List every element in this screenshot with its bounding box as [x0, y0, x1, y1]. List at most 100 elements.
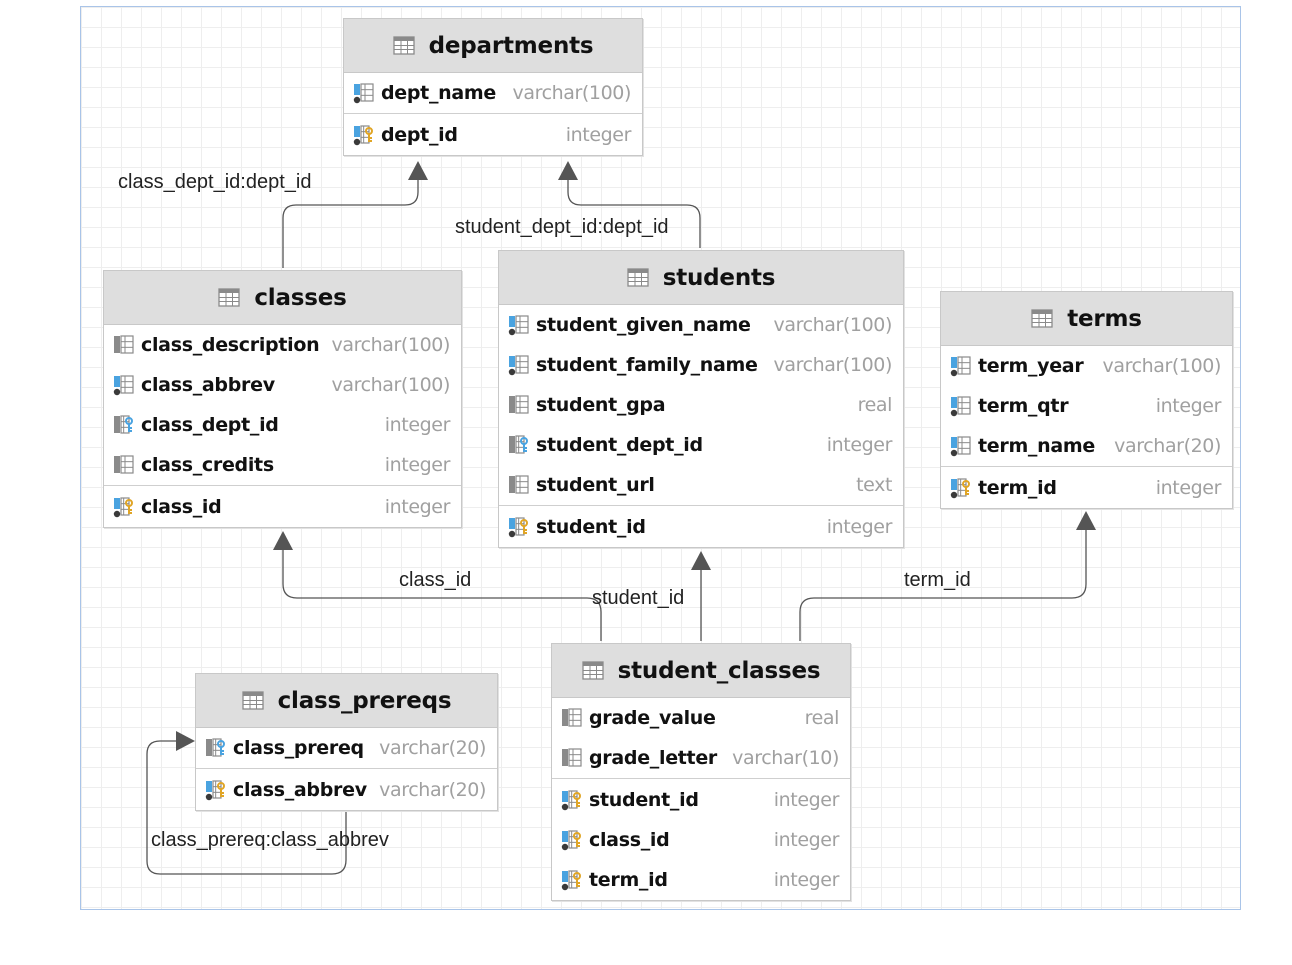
column-type: varchar(10) — [732, 747, 839, 769]
column-row[interactable]: student_given_name varchar(100) — [499, 305, 903, 345]
column-row[interactable]: grade_letter varchar(10) — [552, 738, 850, 778]
column-row[interactable]: class_prereq varchar(20) — [196, 728, 497, 768]
foreign-key-icon — [509, 435, 528, 454]
column-row[interactable]: term_name varchar(20) — [941, 426, 1232, 466]
relation-label-student-id: student_id — [592, 587, 685, 609]
primary-key-icon — [561, 789, 581, 810]
foreign-key-icon — [206, 738, 225, 757]
column-type: varchar(100) — [1102, 355, 1221, 377]
column-row[interactable]: grade_value real — [552, 698, 850, 738]
column-type: varchar(20) — [1114, 435, 1221, 457]
table-title: terms — [1067, 305, 1142, 332]
column-name: student_gpa — [536, 394, 666, 416]
column-row[interactable]: term_year varchar(100) — [941, 346, 1232, 386]
table-terms[interactable]: terms term_year varchar(100) term_qtr in… — [940, 291, 1233, 509]
foreign-key-icon — [114, 415, 133, 434]
column-row[interactable]: term_id integer — [552, 860, 850, 900]
column-row[interactable]: student_url text — [499, 465, 903, 505]
primary-key-icon — [113, 496, 133, 517]
column-row[interactable]: student_id integer — [552, 778, 850, 820]
column-type: text — [856, 474, 892, 496]
column-name: class_id — [141, 495, 222, 518]
column-row[interactable]: class_id integer — [104, 485, 461, 527]
column-type: varchar(100) — [331, 334, 450, 356]
column-name: class_abbrev — [141, 374, 275, 396]
column-name: class_credits — [141, 454, 274, 476]
column-name: grade_letter — [589, 747, 717, 769]
column-type: real — [804, 707, 840, 729]
relation-label-class-id: class_id — [399, 569, 472, 591]
column-name: student_dept_id — [536, 434, 703, 456]
column-icon — [562, 748, 582, 767]
table-title: student_classes — [617, 657, 821, 684]
table-icon — [218, 287, 240, 307]
table-student-classes[interactable]: student_classes grade_value real grade_l… — [551, 643, 851, 901]
column-name: student_family_name — [536, 354, 758, 376]
column-type: integer — [773, 829, 840, 851]
column-notnull-icon — [113, 375, 134, 396]
column-name: student_given_name — [536, 314, 751, 336]
column-name: term_year — [978, 355, 1084, 377]
column-type: integer — [826, 515, 893, 538]
column-row[interactable]: student_id integer — [499, 505, 903, 547]
table-icon — [1031, 308, 1053, 328]
primary-key-icon — [561, 830, 581, 851]
primary-key-icon — [950, 477, 970, 498]
table-header: classes — [104, 271, 461, 325]
table-departments[interactable]: departments dept_name varchar(100) dept_… — [343, 18, 643, 156]
column-type: varchar(20) — [379, 737, 486, 759]
column-name: class_id — [589, 829, 670, 851]
column-name: dept_name — [381, 82, 497, 104]
column-name: class_abbrev — [233, 778, 367, 801]
table-classes[interactable]: classes class_description varchar(100) c… — [103, 270, 462, 528]
table-title: students — [662, 264, 776, 291]
table-icon — [241, 690, 264, 710]
column-row[interactable]: dept_name varchar(100) — [344, 73, 642, 113]
table-class-prereqs[interactable]: class_prereqs class_prereq varchar(20) c… — [195, 673, 498, 811]
column-row[interactable]: class_id integer — [552, 820, 850, 860]
column-type: varchar(100) — [512, 82, 631, 104]
column-name: class_description — [141, 334, 320, 356]
column-type: integer — [1155, 476, 1222, 499]
column-type: integer — [1155, 395, 1222, 417]
column-row[interactable]: student_family_name varchar(100) — [499, 345, 903, 385]
column-row[interactable]: term_id integer — [941, 466, 1232, 508]
column-type: varchar(100) — [331, 374, 450, 396]
table-title: classes — [254, 284, 347, 311]
column-notnull-icon — [508, 355, 529, 376]
column-type: integer — [384, 495, 451, 518]
column-name: term_id — [978, 476, 1057, 499]
column-type: varchar(100) — [773, 354, 892, 376]
column-row[interactable]: class_description varchar(100) — [104, 325, 461, 365]
column-notnull-icon — [950, 396, 971, 417]
table-students[interactable]: students student_given_name varchar(100)… — [498, 250, 904, 548]
column-row[interactable]: class_abbrev varchar(100) — [104, 365, 461, 405]
relation-label-class-dept: class_dept_id:dept_id — [118, 171, 312, 193]
column-notnull-icon — [950, 436, 971, 457]
table-icon — [627, 267, 649, 287]
column-row[interactable]: class_abbrev varchar(20) — [196, 768, 497, 810]
table-header: terms — [941, 292, 1232, 346]
primary-key-icon — [561, 870, 581, 891]
column-row[interactable]: student_gpa real — [499, 385, 903, 425]
column-name: class_dept_id — [141, 414, 279, 436]
column-type: integer — [773, 869, 840, 891]
column-row[interactable]: class_credits integer — [104, 445, 461, 485]
column-row[interactable]: class_dept_id integer — [104, 405, 461, 445]
table-header: student_classes — [552, 644, 850, 698]
column-row[interactable]: dept_id integer — [344, 113, 642, 155]
relation-label-student-dept: student_dept_id:dept_id — [455, 216, 669, 238]
table-title: departments — [428, 32, 594, 59]
column-type: integer — [565, 123, 632, 146]
column-icon — [509, 395, 529, 414]
table-header: class_prereqs — [196, 674, 497, 728]
table-header: departments — [344, 19, 642, 73]
column-type: varchar(20) — [379, 778, 486, 801]
primary-key-icon — [508, 516, 528, 537]
table-icon — [581, 660, 604, 680]
column-type: integer — [826, 434, 893, 456]
column-notnull-icon — [353, 83, 374, 104]
column-row[interactable]: student_dept_id integer — [499, 425, 903, 465]
column-icon — [114, 335, 134, 354]
column-row[interactable]: term_qtr integer — [941, 386, 1232, 426]
